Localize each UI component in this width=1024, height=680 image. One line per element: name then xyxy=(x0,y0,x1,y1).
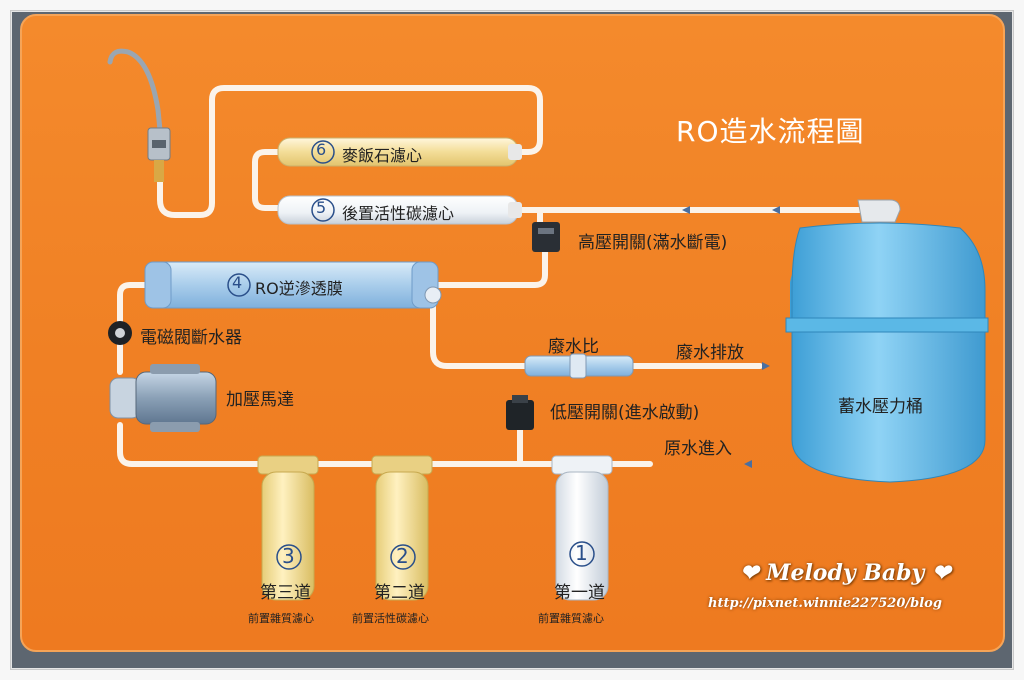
filter-4-label: RO逆滲透膜 xyxy=(255,279,343,298)
high-pressure-switch-label: 高壓開關(滿水斷電) xyxy=(578,233,728,253)
stage-2-name: 第二道 xyxy=(374,583,425,603)
flow-arrows xyxy=(682,206,780,468)
solenoid-valve-icon xyxy=(108,321,132,345)
stage-3-number: 3 xyxy=(282,544,295,568)
filter-6-label: 麥飯石濾心 xyxy=(342,146,423,165)
pump-label: 加壓馬達 xyxy=(226,390,294,410)
stage-3-desc: 前置雜質濾心 xyxy=(248,612,314,625)
waste-ratio-label: 廢水比 xyxy=(548,337,599,357)
waste-out-label: 廢水排放 xyxy=(676,343,744,363)
stage-3-name: 第三道 xyxy=(260,583,311,603)
stage-1-name: 第一道 xyxy=(554,583,605,603)
stage-2-number: 2 xyxy=(396,544,409,568)
solenoid-valve-label: 電磁閥斷水器 xyxy=(140,328,242,348)
low-pressure-switch-label: 低壓開關(進水啟動) xyxy=(550,403,700,423)
tank-icon xyxy=(785,199,989,483)
stage-2-desc: 前置活性碳濾心 xyxy=(352,612,429,625)
watermark-url: http://pixnet.winnie227520/blog xyxy=(708,596,942,611)
filter-6-number: 6 xyxy=(316,140,327,159)
page-title: RO造水流程圖 xyxy=(676,115,865,148)
number-circles xyxy=(227,140,595,570)
waste-ratio-valve xyxy=(524,353,634,379)
prefilter-1-housing xyxy=(551,455,613,601)
filter-5-cartridge xyxy=(277,195,522,225)
stage-1-desc: 前置雜質濾心 xyxy=(538,612,604,625)
stage-1-number: 1 xyxy=(575,541,588,565)
filter-5-label: 後置活性碳濾心 xyxy=(342,204,455,223)
tank-label: 蓄水壓力桶 xyxy=(838,397,923,417)
low-pressure-switch-icon xyxy=(506,395,534,430)
filter-4-number: 4 xyxy=(232,273,243,292)
prefilter-3-housing xyxy=(257,455,319,601)
faucet-icon xyxy=(107,48,171,182)
ro-membrane xyxy=(144,261,442,309)
high-pressure-switch-icon xyxy=(532,222,560,252)
pump-icon xyxy=(109,364,217,432)
raw-water-in-label: 原水進入 xyxy=(664,439,732,459)
prefilter-2-housing xyxy=(371,455,433,601)
filter-5-number: 5 xyxy=(316,198,327,217)
filter-6-cartridge xyxy=(277,137,522,167)
watermark-name: ❤ Melody Baby ❤ xyxy=(740,560,951,586)
